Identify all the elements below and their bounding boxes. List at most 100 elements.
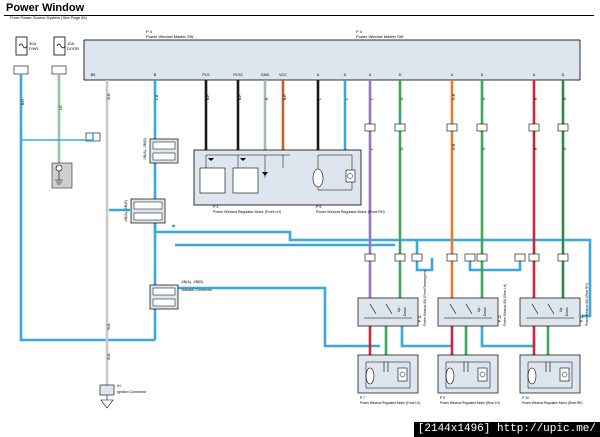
connector-pad (411, 253, 423, 262)
front-reg-right-name: Power Window Regulator Motor (Front RH) (316, 210, 385, 214)
watermark: [2144x1496] http://upic.me/ (413, 422, 600, 437)
wire-label: W-B (107, 323, 111, 330)
switch-id: P 13 (580, 315, 584, 322)
junction-1-label: J/B(A), J/B(B) (143, 138, 147, 160)
pin-label: U (533, 73, 536, 77)
pin-label: PLS (202, 73, 210, 77)
ground-icon (100, 399, 114, 409)
door-relay-block (51, 162, 73, 189)
wire-loop-1 (415, 258, 434, 272)
connector-pad (364, 123, 376, 132)
front-regulator-module: P 3 Power Window Regulator Motor (Front … (193, 149, 385, 214)
wire-pw-feed (19, 74, 155, 342)
wire-label: R (534, 147, 538, 150)
junction-3-name: Junction Connector (181, 288, 213, 292)
pin-label: D (399, 73, 402, 77)
front-reg-left-id: P 3 (213, 205, 218, 209)
junction-block-1: J/B(A), J/B(B) (143, 138, 179, 164)
motor-id: P 9 (440, 396, 445, 400)
junction-block-3: J/B(A), J/B(B) Junction Connector (149, 280, 213, 310)
wire-label: G-R (452, 143, 456, 150)
connector-pads (364, 123, 569, 262)
wire-label: L-B (155, 94, 159, 100)
wire-label: W-B (107, 93, 111, 100)
fuse-door-amp: 10A (67, 41, 74, 46)
pin-label: B (154, 73, 157, 77)
switch-id: P 12 (498, 315, 502, 322)
wire-label: W-B (107, 353, 111, 360)
wire-j3-rear (175, 286, 380, 348)
junction-block-2: J/B(A), J/B(B) (124, 198, 166, 224)
switch-down-label: Down (565, 307, 569, 316)
wire-label: G (563, 147, 567, 150)
connector-pad (476, 123, 488, 132)
connector-pad (514, 253, 526, 262)
switch-id: P 11 (418, 315, 422, 322)
connector-pad (557, 123, 569, 132)
master-switch-id-right: P 4 (356, 29, 363, 34)
pin-label: GND (261, 73, 270, 77)
pin-label: D (344, 73, 347, 77)
wire-label: G (400, 147, 404, 150)
fuse-pw-amp: 30A (29, 41, 36, 46)
switch-name: Power Window SW (Front Passenger's) (423, 270, 427, 326)
wire-junction-stubs (170, 152, 177, 298)
wire-sw2-out (480, 326, 536, 348)
ground-connector: IH Ignition Connector (99, 384, 147, 409)
wire-label: B-R (21, 99, 25, 105)
switch-up-label: Up (397, 308, 401, 312)
front-reg-right-id: P 5 (316, 205, 321, 209)
connector-pad (557, 253, 569, 262)
pin-label: D (562, 73, 565, 77)
pin-label: U (369, 73, 372, 77)
wire-label: R (534, 97, 538, 100)
wire-label: L (318, 98, 322, 100)
junction-2-label: J/B(A), J/B(B) (124, 200, 128, 222)
page-title: Power Window (6, 2, 85, 14)
motor-id: P 7 (360, 396, 365, 400)
switch-up-label: Up (477, 308, 481, 312)
wire-label: L (345, 98, 349, 100)
title-underline (4, 15, 594, 16)
front-reg-left-name: Power Window Regulator Motor (Front LH) (213, 210, 281, 214)
fuse-door: 10A DOOR (51, 36, 79, 75)
ground-id: IH (117, 384, 121, 388)
pin-label: PLS2 (233, 73, 242, 77)
wire-label: G (482, 147, 486, 150)
switch-name: Power Window SW (Rear LH) (503, 284, 507, 326)
wire-label: B-R (283, 94, 287, 100)
connector-pad (394, 253, 406, 262)
wire-label: G (563, 97, 567, 100)
motor-name: Power Window Regulator Motor (Rear RH) (522, 401, 582, 405)
switch-down-label: Down (483, 307, 487, 316)
motor-name: Power Window Regulator Motor (Front LH) (360, 401, 420, 405)
wire-label: L (370, 148, 374, 150)
fuse-door-name: DOOR (67, 46, 79, 51)
motor-id: P 10 (522, 396, 529, 400)
wire-small-conn (21, 133, 94, 141)
connector-pad (446, 253, 458, 262)
pin-label: B5 (91, 73, 96, 77)
connector-pad (464, 253, 476, 262)
wire-label: G (400, 97, 404, 100)
master-switch-id: P 4 (146, 29, 153, 34)
switch-down-label: Down (403, 307, 407, 316)
wire-loop-2 (468, 258, 522, 272)
pin-label: D (481, 73, 484, 77)
wire-label: LG (59, 105, 63, 110)
wire-label: B-R (206, 94, 210, 100)
master-switch: P 4 Power Window Master SW P 4 Power Win… (83, 29, 581, 81)
connector-pad (394, 123, 406, 132)
pin-label: VCC (279, 73, 287, 77)
junction-3-id: J/B(A), J/B(B) (181, 280, 203, 284)
wire-label: G (482, 97, 486, 100)
connector-pad (528, 253, 540, 262)
ground-name: Ignition Connector (117, 390, 147, 394)
